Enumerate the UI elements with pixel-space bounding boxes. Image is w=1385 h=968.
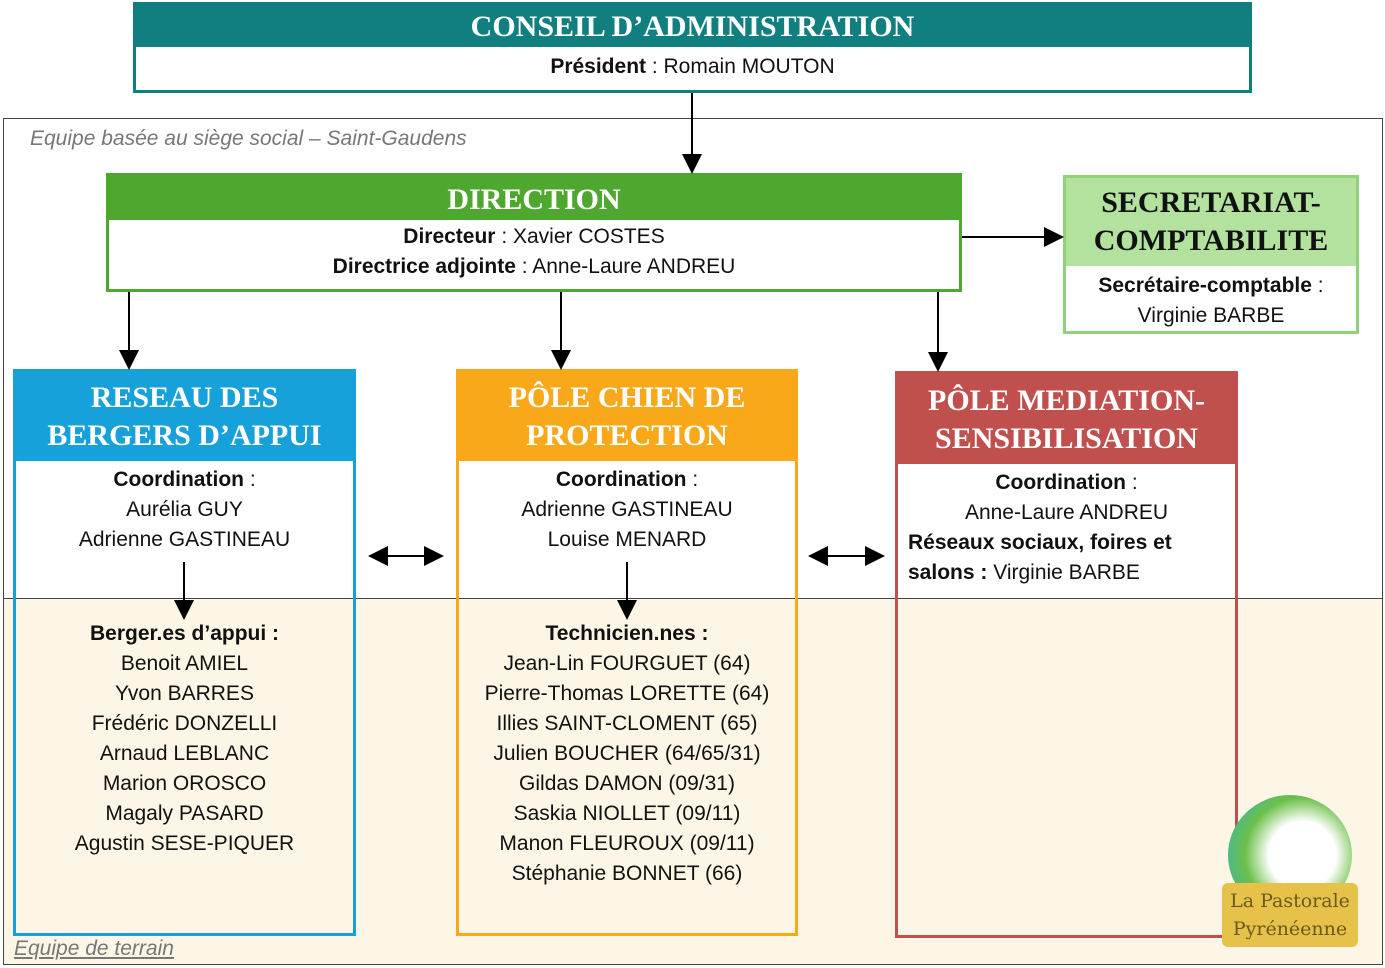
chien-title-2: PROTECTION bbox=[526, 419, 728, 452]
chien-title-1: PÔLE CHIEN DE bbox=[508, 381, 746, 414]
mediation-box: PÔLE MEDIATION- SENSIBILISATION Coordinat… bbox=[895, 371, 1238, 938]
reseau-box: RESEAU DES BERGERS D’APPUI Coordination :… bbox=[13, 369, 356, 936]
logo-text-2: Pyrénéenne bbox=[1232, 918, 1348, 940]
sep: : bbox=[243, 468, 256, 491]
team-member: Arnaud LEBLANC bbox=[99, 742, 270, 765]
reseau-title-2: BERGERS D’APPUI bbox=[47, 419, 322, 452]
team-member: Gildas DAMON (09/31) bbox=[519, 772, 735, 795]
team-member: Stéphanie BONNET (66) bbox=[511, 862, 743, 885]
secretariat-name: Virginie BARBE bbox=[1137, 304, 1285, 327]
extra-name: Virginie BARBE bbox=[987, 561, 1140, 584]
coord-name: Adrienne GASTINEAU bbox=[78, 528, 291, 551]
coord-label: Coordination bbox=[113, 468, 244, 491]
direction-name2: : Anne-Laure ANDREU bbox=[515, 255, 736, 278]
region-terrain bbox=[3, 598, 1383, 965]
region-siege-label: Equipe basée au siège social – Saint-Gau… bbox=[30, 127, 467, 150]
team-member: Marion OROSCO bbox=[102, 772, 267, 795]
team-member: Pierre-Thomas LORETTE (64) bbox=[484, 682, 770, 705]
coord-name: Louise MENARD bbox=[547, 528, 707, 551]
reseau-title-1: RESEAU DES bbox=[90, 381, 279, 414]
direction-name1: : Xavier COSTES bbox=[495, 225, 665, 248]
team-member: Magaly PASARD bbox=[105, 802, 264, 825]
region-terrain-label: Equipe de terrain bbox=[14, 937, 174, 960]
team-member: Manon FLEUROUX (09/11) bbox=[499, 832, 755, 855]
chien-box: PÔLE CHIEN DE PROTECTION Coordination : A… bbox=[456, 369, 798, 936]
secretariat-title-2: COMPTABILITE bbox=[1093, 224, 1329, 257]
direction-title: DIRECTION bbox=[109, 176, 959, 220]
sep: : bbox=[1125, 471, 1138, 494]
secretariat-role: Secrétaire-comptable bbox=[1098, 274, 1312, 297]
extra-label: salons : bbox=[908, 561, 988, 584]
extra-label: Réseaux sociaux, foires et bbox=[908, 531, 1172, 554]
coord-name: Adrienne GASTINEAU bbox=[521, 498, 733, 521]
mediation-title-2: SENSIBILISATION bbox=[935, 422, 1198, 455]
sep: : bbox=[686, 468, 699, 491]
team-member: Jean-Lin FOURGUET (64) bbox=[503, 652, 751, 675]
direction-role2: Directrice adjointe bbox=[332, 255, 516, 278]
team-label: Technicien.nes : bbox=[545, 622, 709, 645]
secretariat-box: SECRETARIAT- COMPTABILITE Secrétaire-comp… bbox=[1063, 175, 1359, 334]
direction-box: DIRECTION Directeur : Xavier COSTES Direc… bbox=[106, 173, 962, 292]
team-member: Benoit AMIEL bbox=[120, 652, 249, 675]
team-label: Berger.es d’appui : bbox=[89, 622, 280, 645]
direction-role1: Directeur bbox=[403, 225, 496, 248]
team-member: Julien BOUCHER (64/65/31) bbox=[493, 742, 761, 765]
team-member: Frédéric DONZELLI bbox=[91, 712, 278, 735]
conseil-name: : Romain MOUTON bbox=[646, 55, 835, 78]
conseil-box: CONSEIL D’ADMINISTRATION Président : Rom… bbox=[133, 2, 1252, 93]
secretariat-title-1: SECRETARIAT- bbox=[1101, 186, 1321, 219]
mediation-title-1: PÔLE MEDIATION- bbox=[928, 384, 1205, 417]
coord-label: Coordination bbox=[995, 471, 1126, 494]
coord-name: Anne-Laure ANDREU bbox=[964, 501, 1169, 524]
team-member: Yvon BARRES bbox=[115, 682, 254, 705]
team-member: Saskia NIOLLET (09/11) bbox=[513, 802, 741, 825]
team-member: Agustin SESE-PIQUER bbox=[74, 832, 295, 855]
conseil-title: CONSEIL D’ADMINISTRATION bbox=[136, 5, 1249, 47]
coord-label: Coordination bbox=[555, 468, 687, 491]
team-member: Illies SAINT-CLOMENT (65) bbox=[496, 712, 758, 735]
logo-text-1: La Pastorale bbox=[1230, 890, 1350, 912]
coord-name: Aurélia GUY bbox=[126, 498, 243, 521]
sep: : bbox=[1311, 274, 1324, 297]
conseil-role: Président bbox=[550, 55, 647, 78]
